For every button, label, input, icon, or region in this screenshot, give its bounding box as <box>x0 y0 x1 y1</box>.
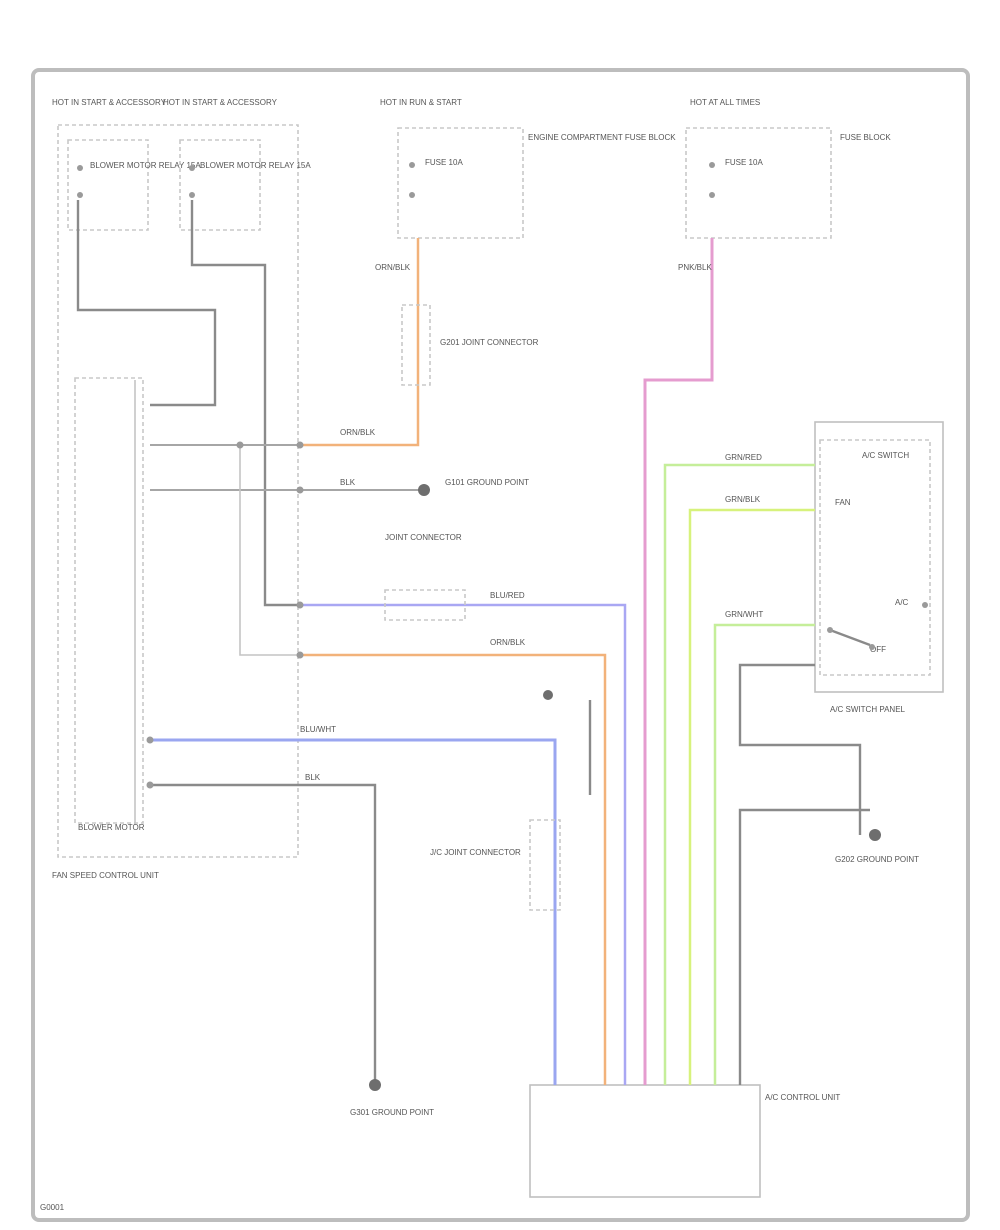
ground-upper-symbol <box>418 484 430 496</box>
connector-upper <box>401 304 431 386</box>
left-module-label: BLOWER MOTOR <box>78 823 145 832</box>
switch-label-fan: FAN <box>835 498 851 507</box>
left-module-footer: FAN SPEED CONTROL UNIT <box>52 871 159 880</box>
relay-b-body: BLOWER MOTOR RELAY 15A <box>200 161 311 170</box>
wire-label-grn-red: GRN/RED <box>725 453 762 462</box>
wire-green2 <box>688 508 815 1085</box>
wire-label-grn-wht: GRN/WHT <box>725 610 763 619</box>
joint-conn-label: J/C JOINT CONNECTOR <box>430 848 521 857</box>
connector-lower <box>529 819 561 911</box>
relay-a-body: BLOWER MOTOR RELAY 15A <box>90 161 201 170</box>
wire-label-orn-blk: ORN/BLK <box>340 428 376 437</box>
switch-title: A/C SWITCH <box>862 451 909 460</box>
middle-fuse: HOT IN RUN & START FUSE 10A ENGINE COMPA… <box>380 98 676 239</box>
diagram-frame <box>31 68 970 1222</box>
ground-upper-label: G101 GROUND POINT <box>445 478 529 487</box>
control-unit-label: A/C CONTROL UNIT <box>765 1093 840 1102</box>
figure-id: G0001 <box>40 1203 65 1212</box>
ac-control-unit: A/C CONTROL UNIT <box>529 1084 840 1198</box>
wire-relay-b-down <box>190 200 300 607</box>
wire-label-org: ORN/BLK <box>490 638 526 647</box>
right-fuse: HOT AT ALL TIMES FUSE 10A FUSE BLOCK <box>685 98 891 239</box>
wire-label-blu-wht: BLU/WHT <box>300 725 336 734</box>
wire-pink <box>643 238 714 1085</box>
right-fuse-title: HOT AT ALL TIMES <box>690 98 760 107</box>
connector-mid <box>384 589 466 621</box>
relay-b-title: HOT IN START & ACCESSORY <box>163 98 278 107</box>
junction-dots <box>146 441 304 789</box>
switch-label-off: OFF <box>870 645 886 654</box>
wire-green3 <box>713 623 815 1085</box>
middle-fuse-title: HOT IN RUN & START <box>380 98 462 107</box>
wire-label-blu-red: BLU/RED <box>490 591 525 600</box>
relay-b: HOT IN START & ACCESSORY BLOWER MOTOR RE… <box>163 98 311 231</box>
ground-right-symbol <box>869 829 881 841</box>
wire-blue <box>150 738 557 1085</box>
wire-relay-a-down <box>76 200 217 407</box>
wire-orange-mid <box>300 653 607 1085</box>
ac-switch-panel: A/C SWITCH FAN A/C OFF A/C SWITCH PANEL <box>814 421 944 714</box>
right-fuse-note: FUSE BLOCK <box>840 133 891 142</box>
wire-label-pnk-blk: PNK/BLK <box>678 263 712 272</box>
wire-label-blk-a: BLK <box>340 478 356 487</box>
wire-ground-right <box>738 663 862 835</box>
connector-mid-label: G201 JOINT CONNECTOR <box>440 338 539 347</box>
wire-green1 <box>663 463 815 1085</box>
wire-h3 <box>239 445 300 656</box>
wire-label-blk-b: BLK <box>305 773 321 782</box>
wire-purple <box>300 603 627 1085</box>
wire-label-orn-top: ORN/BLK <box>375 263 411 272</box>
wire-orange-top <box>300 238 420 447</box>
switch-label-ac: A/C <box>895 598 909 607</box>
ground-lower-label: G301 GROUND POINT <box>350 1108 434 1117</box>
right-fuse-body: FUSE 10A <box>725 158 763 167</box>
relay-a: HOT IN START & ACCESSORY BLOWER MOTOR RE… <box>52 98 201 231</box>
middle-fuse-body: FUSE 10A <box>425 158 463 167</box>
middle-fuse-note: ENGINE COMPARTMENT FUSE BLOCK <box>528 133 676 142</box>
ground-right-label: G202 GROUND POINT <box>835 855 919 864</box>
switch-footer: A/C SWITCH PANEL <box>830 705 906 714</box>
ground-mid-symbol <box>543 690 553 700</box>
junction-label: JOINT CONNECTOR <box>385 533 462 542</box>
wire-ground-right-2 <box>738 808 870 1085</box>
wire-label-grn-blk: GRN/BLK <box>725 495 761 504</box>
wire-blk-down <box>150 783 377 1085</box>
relay-a-title: HOT IN START & ACCESSORY <box>52 98 167 107</box>
blower-motor-module <box>74 377 144 824</box>
ground-lower-symbol <box>369 1079 381 1091</box>
